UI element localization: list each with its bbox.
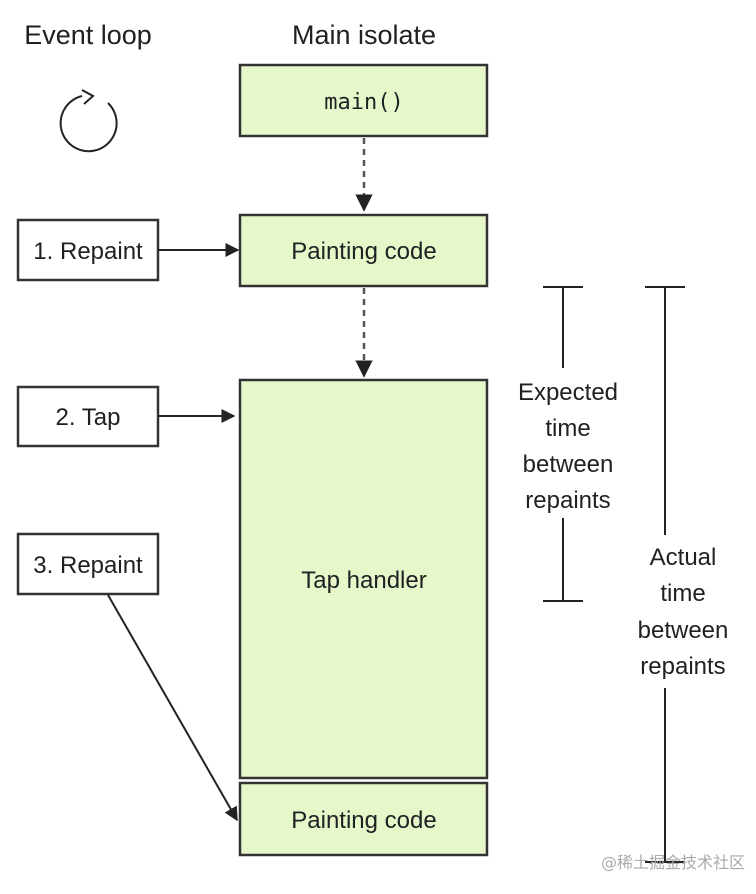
actual-time-bracket: Actual time between repaints bbox=[638, 286, 729, 863]
arrow bbox=[107, 594, 238, 822]
svg-text:Painting code: Painting code bbox=[291, 238, 436, 265]
painting-code-block-2: Painting code bbox=[238, 781, 489, 857]
event-repaint-1: 1. Repaint bbox=[16, 218, 160, 282]
svg-text:Actual: Actual bbox=[650, 544, 717, 571]
expected-time-bracket: Expected time between repaints bbox=[518, 286, 618, 602]
svg-text:1. Repaint: 1. Repaint bbox=[33, 238, 143, 265]
svg-text:2. Tap: 2. Tap bbox=[56, 404, 121, 431]
main-isolate-header: Main isolate bbox=[292, 20, 436, 50]
svg-text:between: between bbox=[638, 617, 729, 644]
svg-text:main(): main() bbox=[324, 90, 403, 115]
svg-text:Tap handler: Tap handler bbox=[301, 567, 426, 594]
svg-text:Expected: Expected bbox=[518, 379, 618, 406]
event-repaint-3: 3. Repaint bbox=[16, 532, 160, 596]
svg-text:time: time bbox=[660, 580, 705, 607]
loop-icon bbox=[59, 89, 118, 153]
main-block: main() bbox=[238, 63, 489, 138]
svg-text:between: between bbox=[523, 451, 614, 478]
event-loop-header: Event loop bbox=[24, 20, 152, 50]
painting-code-block-1: Painting code bbox=[238, 213, 489, 288]
svg-text:repaints: repaints bbox=[640, 653, 725, 680]
svg-text:3. Repaint: 3. Repaint bbox=[33, 552, 143, 579]
watermark: @稀土掘金技术社区 bbox=[601, 853, 745, 872]
svg-text:repaints: repaints bbox=[525, 487, 610, 514]
event-tap: 2. Tap bbox=[16, 385, 160, 448]
tap-handler-block: Tap handler bbox=[238, 378, 489, 780]
svg-text:Painting code: Painting code bbox=[291, 807, 436, 834]
svg-text:time: time bbox=[545, 415, 590, 442]
